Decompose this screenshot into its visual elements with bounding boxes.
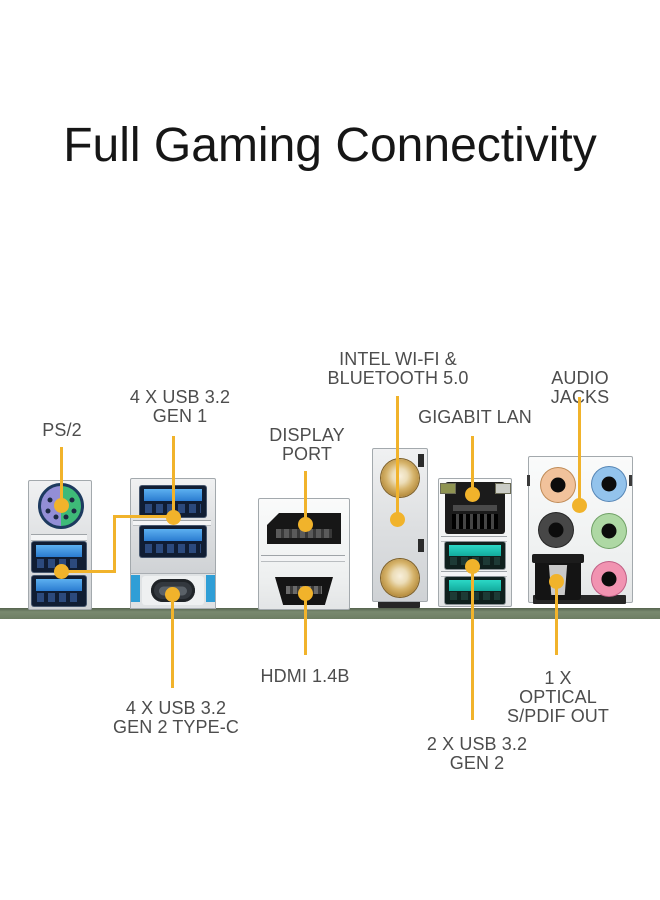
wifi-notch — [418, 454, 424, 467]
rj45-teeth — [452, 514, 498, 529]
jack-hole — [601, 571, 617, 587]
callout-line-audio — [578, 397, 581, 508]
callout-dot-optical — [549, 574, 564, 589]
audio-jack-orange — [541, 468, 575, 502]
usb-tongue — [144, 529, 202, 541]
callout-dot-usb-gen2 — [465, 559, 480, 574]
label-hdmi: HDMI 1.4B — [260, 666, 350, 686]
callout-line-optical — [555, 580, 558, 655]
label-ps2: PS/2 — [42, 420, 82, 440]
wifi-antenna-connector — [381, 559, 419, 597]
label-optical-spdif: 1 X OPTICAL S/PDIF OUT — [507, 668, 610, 726]
audio-block-tick — [527, 475, 530, 486]
jack-hole — [601, 523, 617, 539]
callout-line-usb-gen1-elbow-top — [113, 515, 175, 518]
divider-ridge — [441, 536, 507, 542]
callout-line-usb-type-c — [171, 593, 174, 688]
wifi-antenna-connector — [381, 459, 419, 497]
label-display-port: DISPLAY PORT — [269, 425, 345, 464]
callout-line-hdmi — [304, 592, 307, 655]
audio-jack-pink — [592, 562, 626, 596]
label-usb-gen1: 4 X USB 3.2 GEN 1 — [129, 387, 231, 426]
callout-line-lan — [471, 436, 474, 496]
callout-dot-hdmi — [298, 586, 313, 601]
usb-tongue — [36, 579, 82, 591]
page-title: Full Gaming Connectivity — [63, 119, 597, 172]
callout-dot-lan — [465, 487, 480, 502]
pcb-edge — [0, 608, 660, 619]
usb-tongue — [449, 545, 501, 556]
divider-ridge — [31, 534, 87, 541]
jack-hole — [601, 476, 617, 492]
audio-block-tick — [629, 475, 632, 486]
usb-a-port — [32, 542, 86, 572]
divider-ridge — [261, 555, 345, 562]
lan-led — [440, 483, 456, 494]
callout-dot-usb-type-c — [165, 587, 180, 602]
io-block-audio — [527, 456, 633, 604]
audio-jack-green — [592, 514, 626, 548]
jack-hole — [550, 477, 566, 493]
audio-jack-black — [539, 513, 573, 547]
callout-line-ps2 — [60, 447, 63, 507]
callout-dot-audio — [572, 498, 587, 513]
io-block-lan-usb — [438, 478, 512, 607]
usb-tongue — [36, 545, 82, 557]
wifi-base — [378, 600, 420, 608]
callout-line-usb-gen1 — [172, 436, 175, 518]
label-usb-gen2: 2 X USB 3.2 GEN 2 — [426, 734, 528, 773]
usb-a-port — [32, 576, 86, 606]
wifi-notch — [418, 539, 424, 552]
jack-hole — [548, 522, 564, 538]
dp-slot — [276, 529, 332, 538]
rj45-band — [453, 505, 497, 511]
usb-tongue — [449, 580, 501, 591]
usb-a-port — [140, 526, 206, 557]
callout-line-display-port — [304, 471, 307, 527]
callout-line-wifi — [396, 396, 399, 522]
audio-jack-light-blue — [592, 467, 626, 501]
callout-line-usb-gen1-elbow-bottom — [60, 570, 116, 573]
callout-dot-wifi — [390, 512, 405, 527]
usb-a-gen2-port — [445, 577, 505, 604]
label-usb-type-c: 4 X USB 3.2 GEN 2 TYPE-C — [113, 698, 239, 737]
callout-dot-usb-gen1 — [166, 510, 181, 525]
callout-dot-display-port — [298, 517, 313, 532]
callout-dot-usb-gen1-lower — [54, 564, 69, 579]
callout-dot-ps2 — [54, 498, 69, 513]
lan-led — [495, 483, 511, 494]
callout-line-usb-gen2 — [471, 566, 474, 720]
callout-line-usb-gen1-elbow-side — [113, 515, 116, 572]
label-wifi-bt: INTEL WI-FI & BLUETOOTH 5.0 — [327, 349, 469, 388]
label-gigabit-lan: GIGABIT LAN — [418, 407, 532, 427]
